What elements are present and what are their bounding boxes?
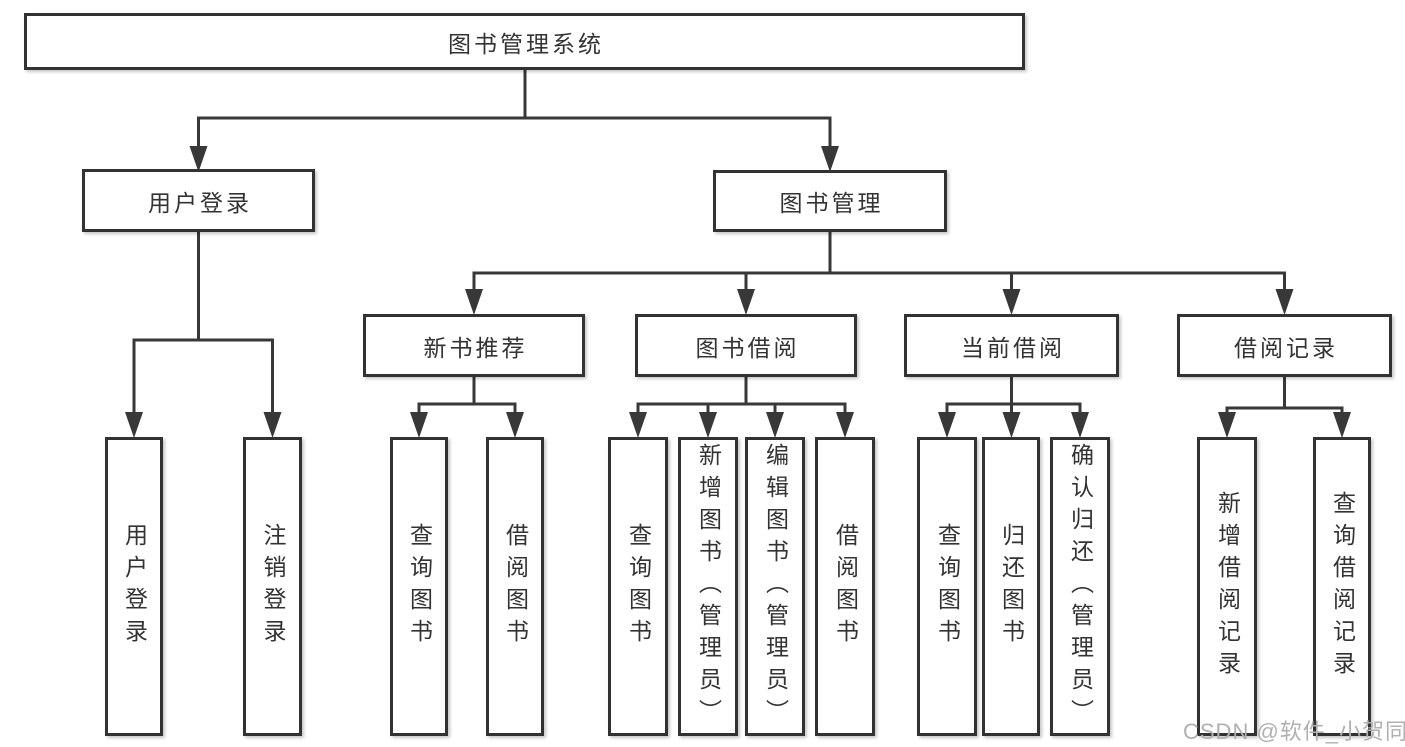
node-book-borrow: 图书借阅 (635, 314, 857, 377)
arrow-icon (1218, 412, 1236, 438)
arrow-icon (125, 412, 143, 438)
watermark: CSDN @软件_小贺同学 (1183, 719, 1405, 744)
leaf-return-books: 归还图书 (982, 437, 1040, 736)
leaf-query-books-current: 查询图书 (917, 437, 977, 736)
node-current-borrow-label: 当前借阅 (961, 334, 1065, 361)
leaf-borrow-books-recommend: 借阅图书 (486, 437, 544, 736)
arrow-icon (699, 412, 717, 438)
leaf-query-books-recommend: 查询图书 (390, 437, 448, 736)
node-book-borrow-label: 图书借阅 (695, 334, 800, 361)
node-borrow-records-label: 借阅记录 (1234, 334, 1338, 361)
leaf-add-borrow-record: 新增借阅记录 (1197, 437, 1257, 736)
node-root: 图书管理系统 (24, 13, 1025, 70)
node-borrow-records: 借阅记录 (1177, 314, 1392, 377)
arrow-heads (125, 146, 1351, 438)
leaf-query-books-borrow: 查询图书 (608, 437, 668, 736)
node-user-login: 用户登录 (82, 169, 315, 232)
arrow-icon (737, 289, 755, 315)
arrow-icon (1275, 289, 1294, 315)
arrow-icon (1002, 412, 1021, 438)
node-new-book-recommend: 新书推荐 (363, 314, 585, 377)
arrow-icon (1333, 412, 1351, 438)
node-current-borrow: 当前借阅 (904, 314, 1119, 377)
leaf-confirm-return-admin: 确认归还（管理员） (1050, 437, 1110, 736)
arrow-icon (821, 146, 839, 172)
arrow-icon (263, 412, 282, 438)
arrow-icon (465, 289, 483, 315)
arrow-icon (1002, 289, 1021, 315)
arrow-icon (938, 412, 956, 438)
arrow-icon (189, 146, 208, 172)
arrow-icon (766, 412, 784, 438)
arrow-icon (410, 412, 428, 438)
node-new-book-recommend-label: 新书推荐 (423, 334, 528, 361)
leaf-borrow-books: 借阅图书 (815, 437, 875, 736)
leaf-query-borrow-record: 查询借阅记录 (1313, 437, 1371, 736)
arrow-icon (506, 412, 524, 438)
leaf-logout: 注销登录 (243, 437, 302, 736)
node-user-login-label: 用户登录 (148, 189, 252, 216)
node-book-management: 图书管理 (713, 170, 947, 232)
leaf-user-login: 用户登录 (105, 437, 163, 736)
arrow-icon (1071, 412, 1089, 438)
arrow-icon (629, 412, 647, 438)
connector-paths (132, 70, 1344, 418)
leaf-edit-book-admin: 编辑图书（管理员） (745, 437, 805, 736)
arrow-icon (836, 412, 854, 438)
leaf-add-book-admin: 新增图书（管理员） (678, 437, 738, 736)
node-book-management-label: 图书管理 (779, 190, 884, 216)
node-root-label: 图书管理系统 (448, 30, 604, 57)
